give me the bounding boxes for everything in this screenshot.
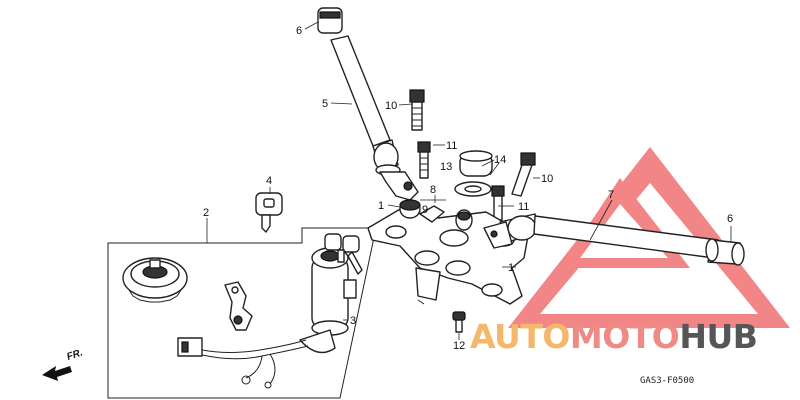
spare-key [255,192,283,233]
callout-13: 13 [440,161,452,173]
callout-5: 5 [322,98,328,110]
leader-lines [206,21,732,340]
callout-11-right: 11 [518,201,529,213]
bolt-11-right [491,185,505,221]
ignition-keys [324,233,363,275]
svg-text:AUTOMOTOHUB: AUTOMOTOHUB [470,317,757,356]
callout-7: 7 [608,189,614,201]
callout-labels: 6 5 10 11 13 14 10 8 11 1 9 1 7 6 4 2 3 … [203,25,733,352]
washer [454,181,492,197]
callout-14: 14 [494,154,506,166]
switch-wire-harness [177,337,309,389]
watermark-moto: MOTO [570,317,679,356]
callout-3: 3 [350,315,356,327]
front-direction-arrow: FR. [42,347,84,381]
callout-1-left: 1 [378,200,384,212]
ignition-assembly-outline [107,227,377,399]
callout-2: 2 [203,207,209,219]
watermark-wordmark: AUTOMOTOHUB [470,317,758,356]
left-handlebar [317,7,419,201]
callout-11-left: 11 [446,140,457,152]
watermark-hub: HUB [679,317,757,356]
callout-1-right: 1 [508,262,514,274]
cap-nut [459,150,493,177]
callout-9: 9 [422,204,428,216]
watermark-auto: AUTO [470,317,570,356]
rubber-plug-right [455,209,473,231]
callout-8: 8 [430,184,436,196]
bolt-11-left [417,141,431,179]
switch-bracket [224,281,253,331]
diagram-code: GAS3-F0500 [640,376,694,386]
callout-10-right: 10 [541,173,553,185]
lock-cover-disc [122,257,188,303]
bolt-10-left [409,89,425,131]
callout-12: 12 [453,340,465,352]
bolt-12 [452,311,466,333]
bolt-10-right [511,152,536,197]
indicator-plate-9 [419,205,445,223]
callout-4: 4 [266,175,272,187]
front-label: FR. [66,347,85,362]
callout-6-right: 6 [727,213,733,225]
callout-10-left: 10 [385,100,397,112]
ignition-switch-body [299,247,357,354]
right-handlebar [483,213,745,266]
callout-6-top: 6 [296,25,302,37]
rubber-plug-left [399,199,421,219]
